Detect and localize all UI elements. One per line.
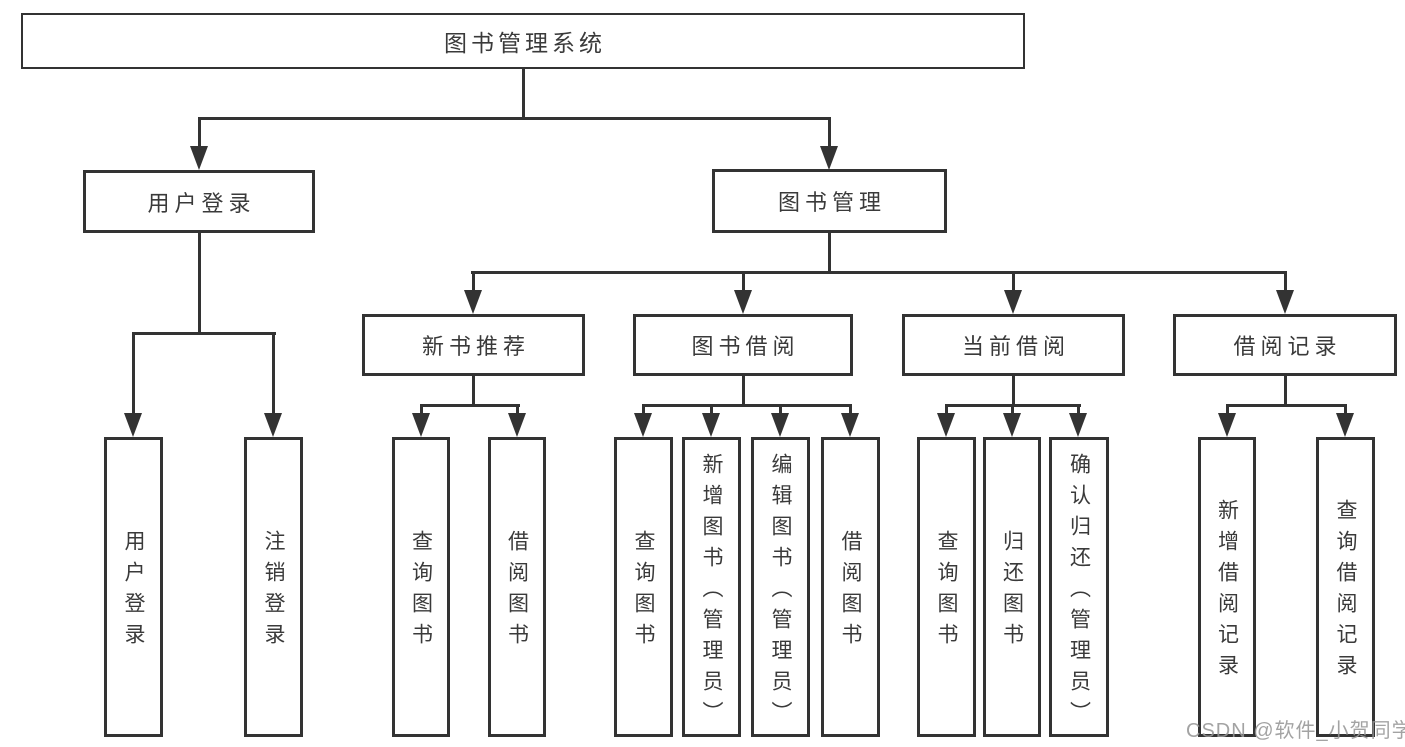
leaf-logout-label: 注销登录 xyxy=(262,530,285,654)
arrowhead-down-icon xyxy=(1276,290,1294,314)
connector-line xyxy=(516,404,519,416)
leaf-add-book: 新增图书（管理员） xyxy=(682,437,741,737)
connector-line xyxy=(420,404,423,416)
arrowhead-down-icon xyxy=(1069,413,1087,437)
leaf-borrow-book-2: 借阅图书 xyxy=(821,437,880,737)
node-book-borrow-label: 图书借阅 xyxy=(691,334,800,359)
leaf-add-record-label: 新增借阅记录 xyxy=(1215,499,1239,685)
leaf-query-book-2: 查询图书 xyxy=(614,437,673,737)
connector-line xyxy=(742,376,745,406)
node-new-book-rec-label: 新书推荐 xyxy=(421,334,530,359)
leaf-edit-book: 编辑图书（管理员） xyxy=(751,437,810,737)
node-book-borrow: 图书借阅 xyxy=(633,314,853,376)
connector-line xyxy=(828,233,831,273)
leaf-query-book-2-label: 查询图书 xyxy=(632,530,655,654)
arrowhead-down-icon xyxy=(771,413,789,437)
connector-line xyxy=(198,117,831,120)
leaf-add-record: 新增借阅记录 xyxy=(1198,437,1256,737)
connector-line xyxy=(710,404,713,416)
arrowhead-down-icon xyxy=(124,413,142,437)
connector-line xyxy=(272,332,275,414)
leaf-query-book-1-label: 查询图书 xyxy=(409,530,433,654)
leaf-logout: 注销登录 xyxy=(244,437,303,737)
connector-line xyxy=(132,332,276,335)
connector-line xyxy=(198,233,201,334)
node-current-borrow-label: 当前借阅 xyxy=(961,334,1070,359)
leaf-add-book-label: 新增图书（管理员） xyxy=(700,452,723,732)
csdn-watermark: CSDN @软件_小贺同学 xyxy=(1186,720,1405,742)
leaf-borrow-book-1-label: 借阅图书 xyxy=(505,530,529,654)
connector-line xyxy=(1284,271,1287,293)
node-borrow-records-label: 借阅记录 xyxy=(1233,334,1342,359)
node-borrow-records: 借阅记录 xyxy=(1173,314,1397,376)
connector-line xyxy=(642,404,645,416)
arrowhead-down-icon xyxy=(634,413,652,437)
connector-line xyxy=(1226,404,1229,416)
leaf-query-book-3: 查询图书 xyxy=(917,437,976,737)
leaf-edit-book-label: 编辑图书（管理员） xyxy=(769,452,792,732)
connector-line xyxy=(1012,271,1015,293)
leaf-confirm-return: 确认归还（管理员） xyxy=(1049,437,1109,737)
leaf-borrow-book-1: 借阅图书 xyxy=(488,437,546,737)
connector-line xyxy=(472,271,475,293)
connector-line xyxy=(420,404,520,407)
node-user-login: 用户登录 xyxy=(83,170,315,233)
leaf-user-login-label: 用户登录 xyxy=(122,530,145,654)
arrowhead-down-icon xyxy=(734,290,752,314)
arrowhead-down-icon xyxy=(820,146,838,170)
connector-line xyxy=(742,271,745,293)
connector-line xyxy=(1012,376,1015,406)
connector-line xyxy=(1077,404,1080,416)
leaf-query-book-3-label: 查询图书 xyxy=(935,530,958,654)
arrowhead-down-icon xyxy=(1336,413,1354,437)
leaf-return-book-label: 归还图书 xyxy=(1000,530,1024,654)
connector-line xyxy=(198,117,201,148)
node-current-borrow: 当前借阅 xyxy=(902,314,1125,376)
arrowhead-down-icon xyxy=(702,413,720,437)
connector-line xyxy=(849,404,852,416)
node-user-login-label: 用户登录 xyxy=(147,190,256,216)
connector-line xyxy=(779,404,782,416)
leaf-return-book: 归还图书 xyxy=(983,437,1041,737)
arrowhead-down-icon xyxy=(841,413,859,437)
arrowhead-down-icon xyxy=(1004,290,1022,314)
connector-line xyxy=(472,376,475,406)
node-book-mgmt: 图书管理 xyxy=(712,169,947,233)
connector-line xyxy=(522,69,525,119)
node-new-book-rec: 新书推荐 xyxy=(362,314,585,376)
connector-line xyxy=(1284,376,1287,406)
node-root-label: 图书管理系统 xyxy=(444,30,606,56)
connector-line xyxy=(1344,404,1347,416)
leaf-confirm-return-label: 确认归还（管理员） xyxy=(1067,452,1091,732)
arrowhead-down-icon xyxy=(1218,413,1236,437)
connector-line xyxy=(1011,404,1014,416)
leaf-query-record-label: 查询借阅记录 xyxy=(1334,499,1357,685)
leaf-query-record: 查询借阅记录 xyxy=(1316,437,1375,737)
arrowhead-down-icon xyxy=(264,413,282,437)
leaf-query-book-1: 查询图书 xyxy=(392,437,450,737)
arrowhead-down-icon xyxy=(412,413,430,437)
connector-line xyxy=(828,117,831,148)
arrowhead-down-icon xyxy=(464,290,482,314)
connector-line xyxy=(1226,404,1347,407)
node-root: 图书管理系统 xyxy=(21,13,1025,69)
leaf-borrow-book-2-label: 借阅图书 xyxy=(839,530,862,654)
connector-line xyxy=(471,271,1287,274)
leaf-user-login: 用户登录 xyxy=(104,437,163,737)
connector-line xyxy=(132,332,135,414)
connector-line xyxy=(945,404,948,416)
arrowhead-down-icon xyxy=(190,146,208,170)
arrowhead-down-icon xyxy=(937,413,955,437)
arrowhead-down-icon xyxy=(1003,413,1021,437)
connector-line xyxy=(642,404,852,407)
node-book-mgmt-label: 图书管理 xyxy=(777,190,886,215)
arrowhead-down-icon xyxy=(508,413,526,437)
